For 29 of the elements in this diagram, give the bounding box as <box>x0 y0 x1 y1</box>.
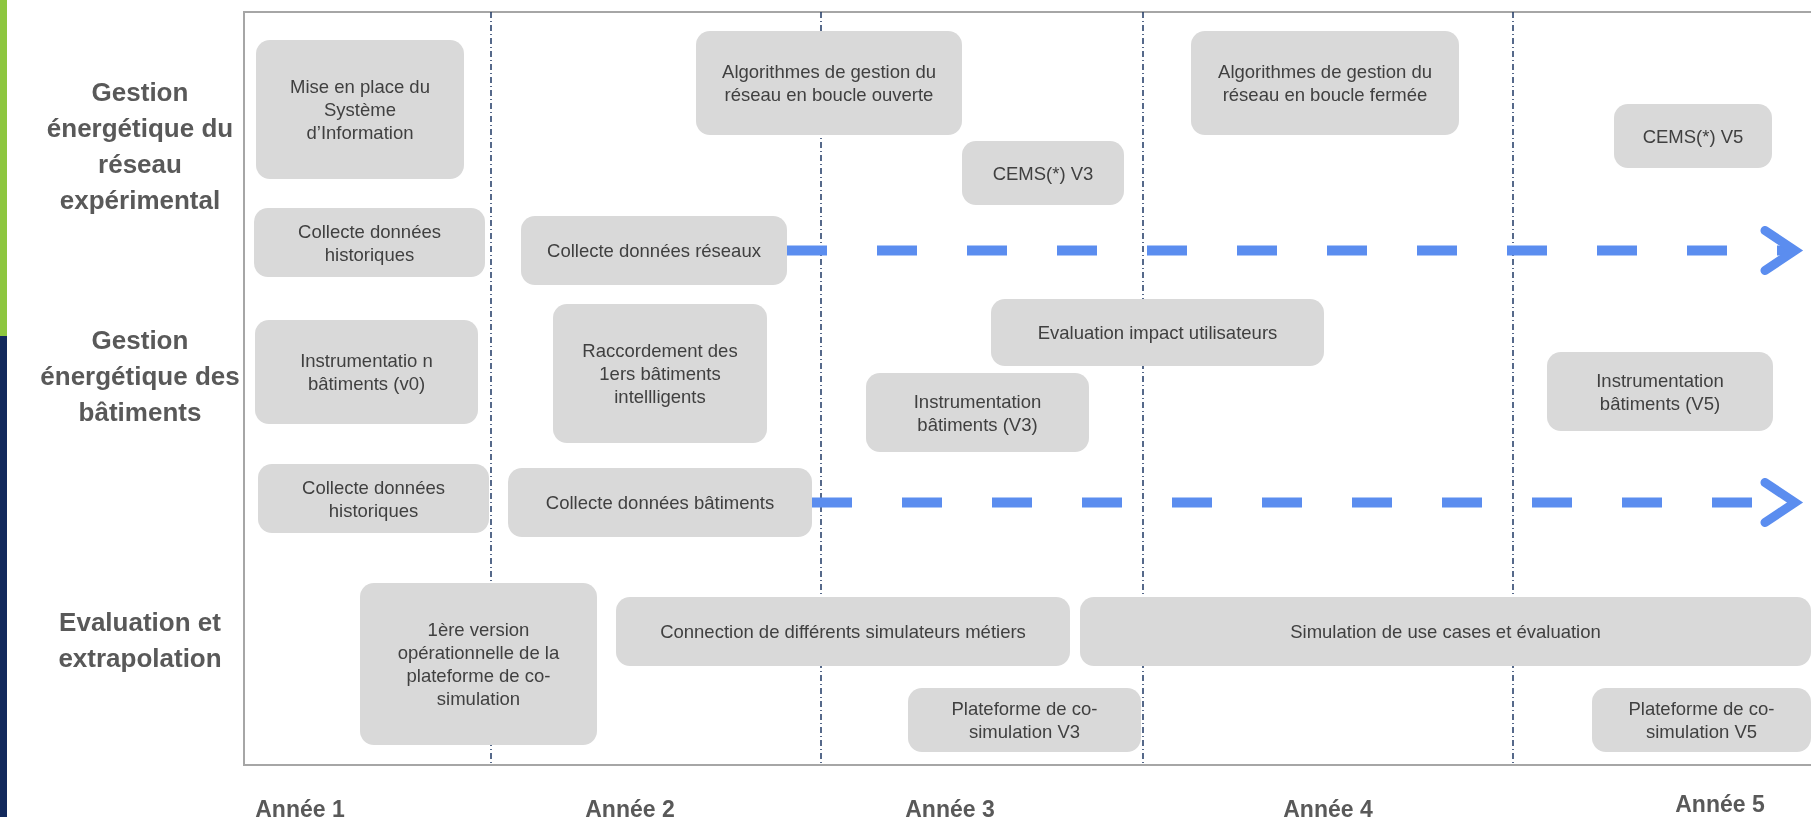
task-box: CEMS(*) V3 <box>962 141 1124 205</box>
task-box: Raccordement des 1ers bâtiments intellligents <box>553 304 767 443</box>
task-box: CEMS(*) V5 <box>1614 104 1772 168</box>
year-label: Année 5 <box>1674 790 1766 817</box>
year-label: Année 1 <box>254 795 346 817</box>
row-heading: Gestion énergétique des bâtiments <box>39 324 241 429</box>
year-label: Année 2 <box>584 795 676 817</box>
task-box: Collecte données bâtiments <box>508 468 812 537</box>
year-label: Année 4 <box>1282 795 1374 817</box>
row-heading: Gestion énergétique du réseau expérimental <box>45 76 235 217</box>
dashed-arrow <box>812 478 1800 527</box>
task-box: Instrumentation bâtiments (V5) <box>1547 352 1773 431</box>
task-box: Collecte données réseaux <box>521 216 787 285</box>
task-box: Simulation de use cases et évaluation <box>1080 597 1811 666</box>
task-box: Connection de différents simulateurs métiers <box>616 597 1070 666</box>
task-box: Algorithmes de gestion du réseau en boucle ouverte <box>696 31 962 135</box>
task-box: Plateforme de co-simulation V5 <box>1592 688 1811 752</box>
task-box: Instrumentation bâtiments (V3) <box>866 373 1089 452</box>
task-box: Instrumentatio n bâtiments (v0) <box>255 320 478 424</box>
task-box: Evaluation impact utilisateurs <box>991 299 1324 366</box>
task-box: Algorithmes de gestion du réseau en boucle fermée <box>1191 31 1459 135</box>
task-box: Collecte données historiques <box>258 464 489 533</box>
year-label: Année 3 <box>904 795 996 817</box>
row-heading: Evaluation et extrapolation <box>57 606 223 675</box>
task-box: 1ère version opérationnelle de la plateforme de co-simulation <box>360 583 597 745</box>
dashed-arrow <box>787 226 1800 275</box>
task-box: Collecte données historiques <box>254 208 485 277</box>
task-box: Mise en place du Système d’Information <box>256 40 464 179</box>
task-box: Plateforme de co-simulation V3 <box>908 688 1141 752</box>
